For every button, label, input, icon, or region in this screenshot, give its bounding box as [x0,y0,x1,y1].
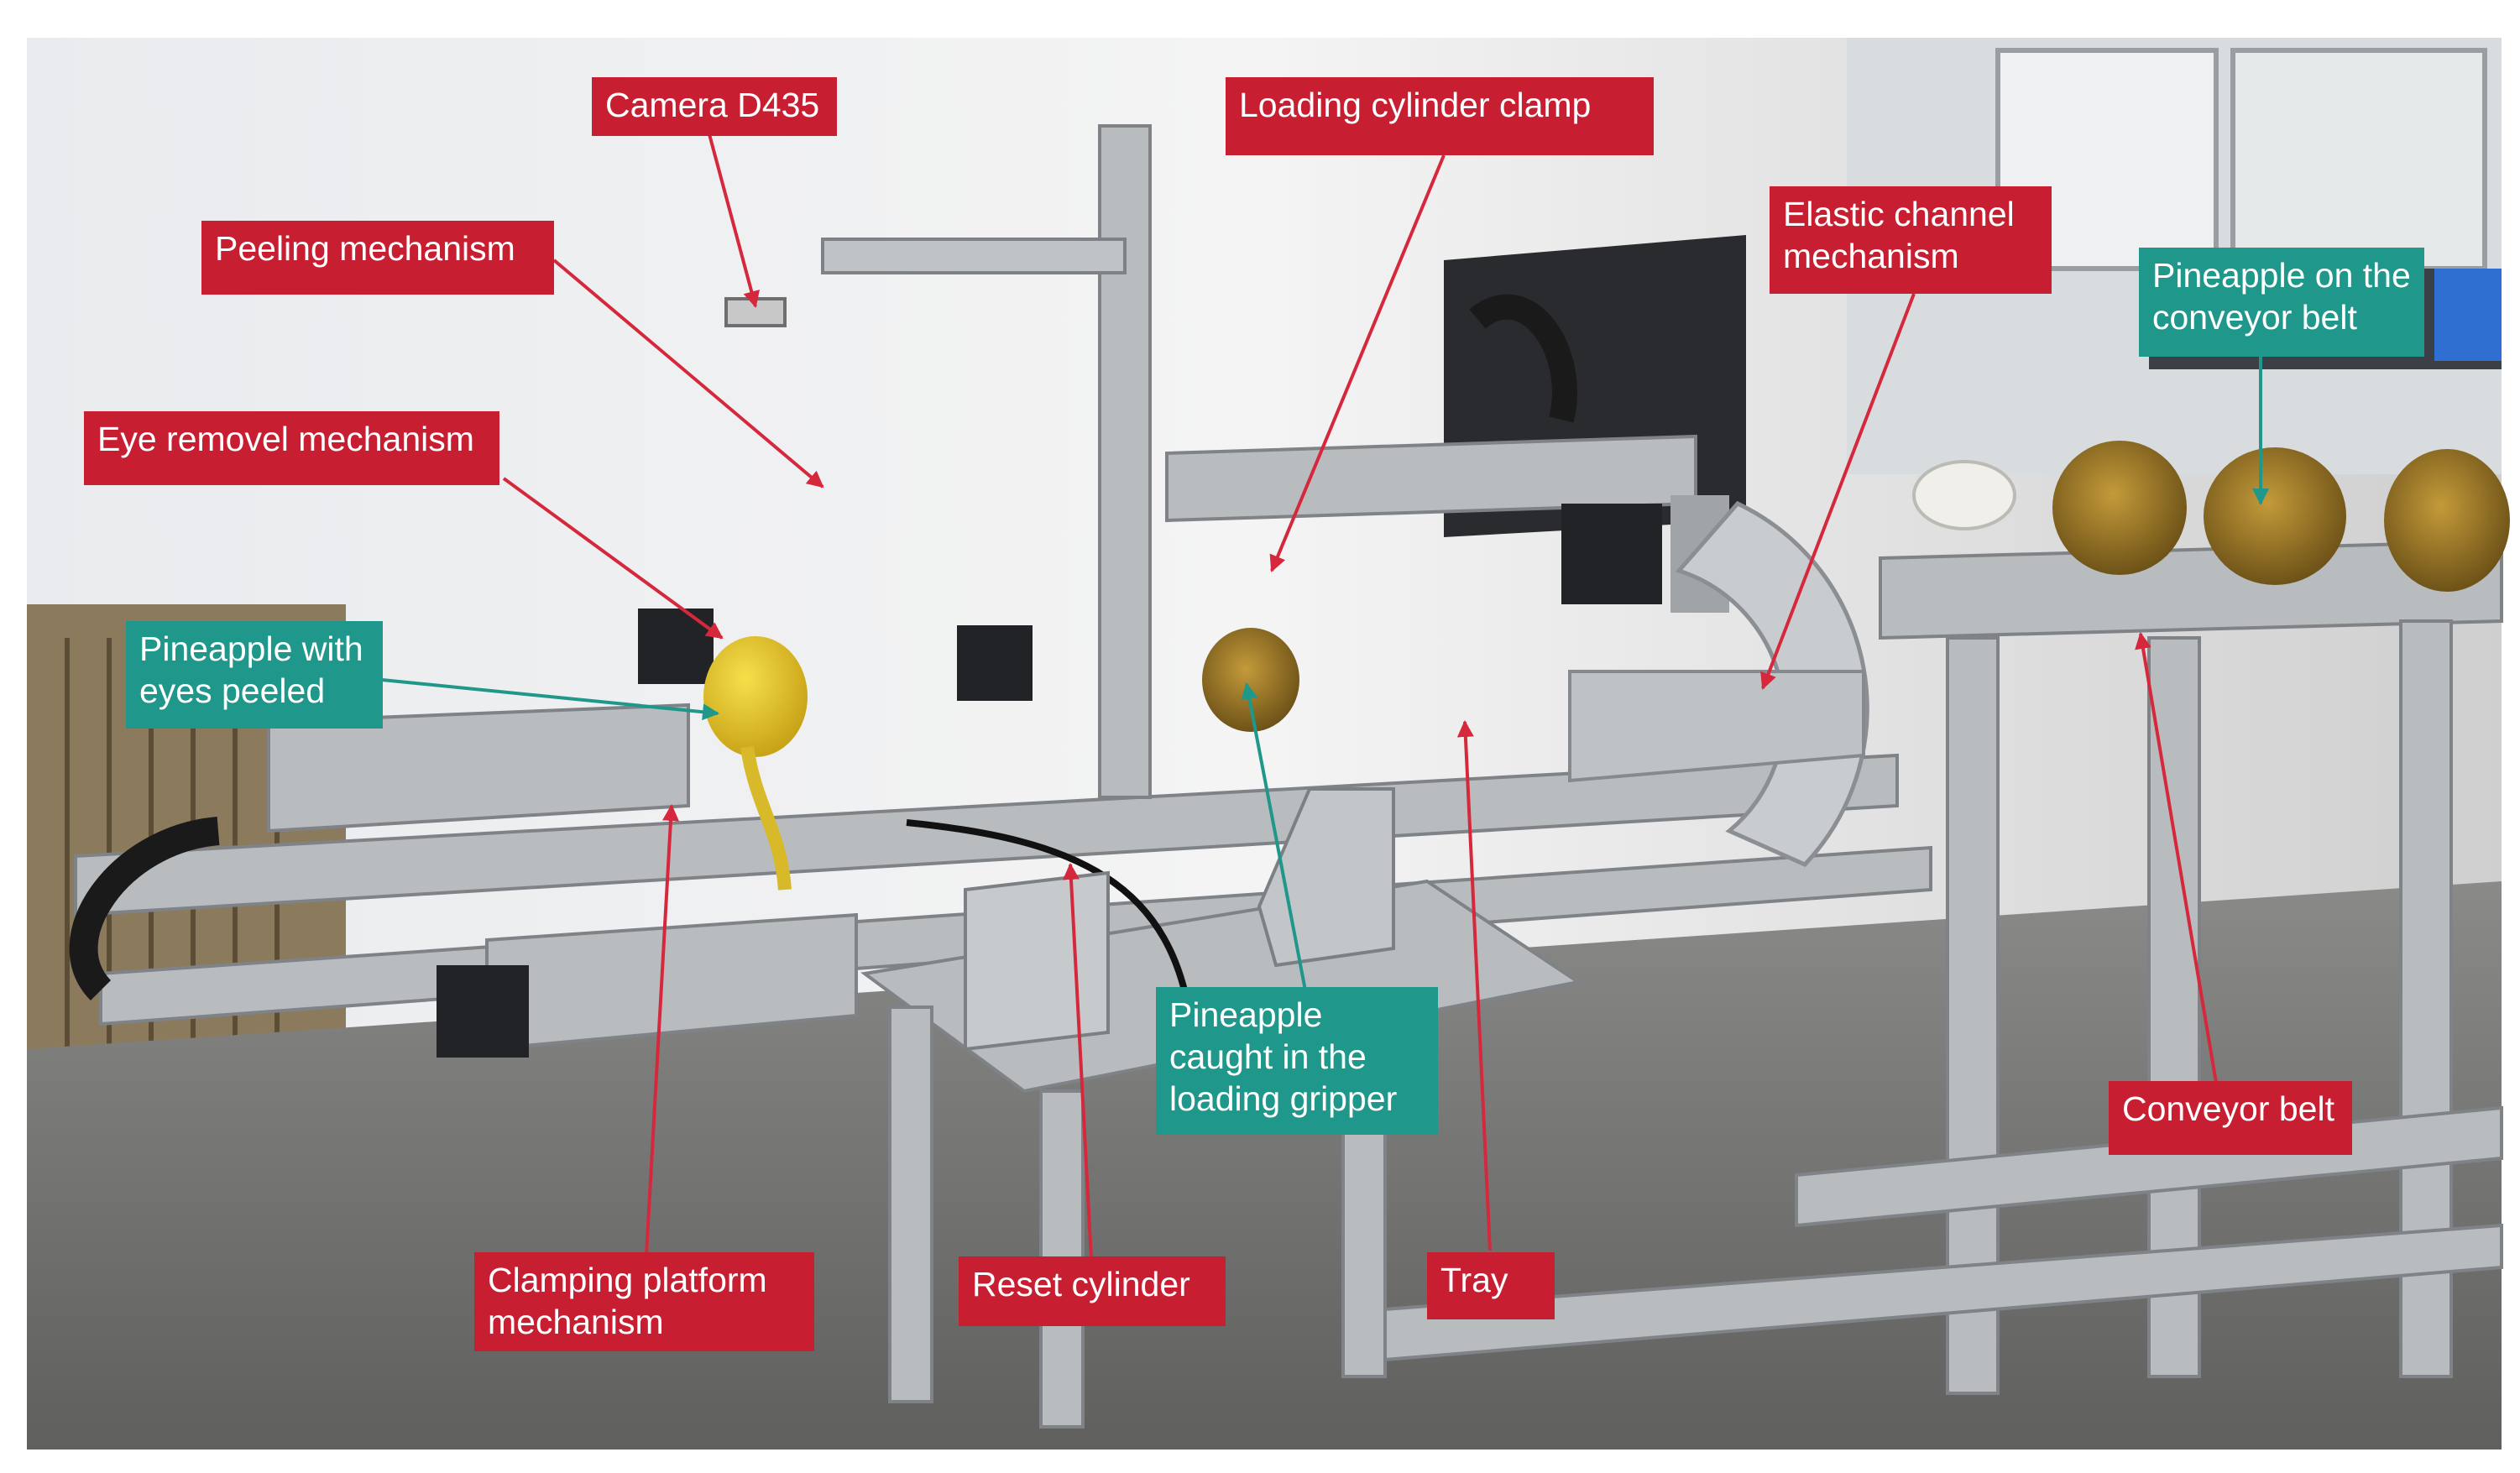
label-loading-cylinder-clamp: Loading cylinder clamp [1226,77,1654,155]
label-text-line-1: Elastic channel [1783,195,2015,233]
label-pineapple-in-loading-gripper: Pineapple caught in the loading gripper [1156,987,1438,1135]
label-text-line-2: caught in the [1169,1037,1367,1076]
label-text-line-1: Pineapple [1169,995,1323,1034]
label-text: Peeling mechanism [215,229,515,268]
label-text-line-2: eyes peeled [139,671,326,710]
label-text: Reset cylinder [972,1265,1190,1303]
label-text: Eye removel mechanism [97,420,474,458]
label-text-line-1: Pineapple on the [2152,256,2411,295]
label-text-line-1: Clamping platform [488,1261,767,1299]
label-text-line-3: loading gripper [1169,1079,1398,1118]
label-pineapple-on-conveyor-belt: Pineapple on the conveyor belt [2139,248,2424,357]
label-clamping-platform-mechanism: Clamping platform mechanism [474,1252,814,1351]
label-peeling-mechanism: Peeling mechanism [201,221,554,295]
label-text-line-2: mechanism [488,1303,664,1341]
label-tray: Tray [1427,1252,1555,1319]
label-pineapple-eyes-peeled: Pineapple with eyes peeled [126,621,383,729]
label-text-line-2: conveyor belt [2152,298,2357,337]
label-reset-cylinder: Reset cylinder [959,1256,1226,1326]
label-camera-d435: Camera D435 [592,77,837,136]
label-text: Conveyor belt [2122,1089,2334,1128]
label-text: Camera D435 [605,86,820,124]
label-text: Tray [1440,1261,1508,1299]
label-text-line-1: Pineapple with [139,629,363,668]
label-text-line-2: mechanism [1783,237,1959,275]
label-eye-removal-mechanism: Eye removel mechanism [84,411,499,485]
label-elastic-channel-mechanism: Elastic channel mechanism [1770,186,2052,294]
label-conveyor-belt: Conveyor belt [2109,1081,2352,1155]
label-text: Loading cylinder clamp [1239,86,1592,124]
